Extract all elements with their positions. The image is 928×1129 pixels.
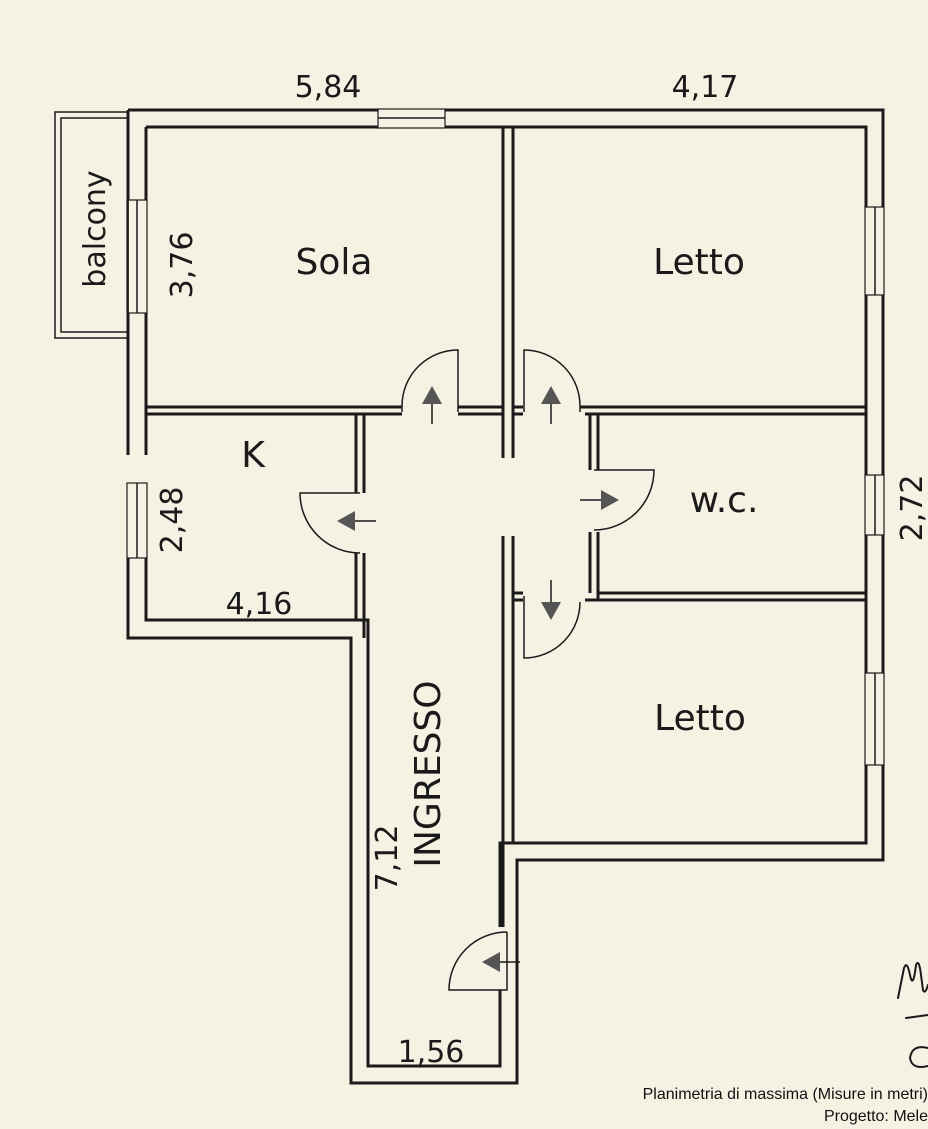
dim-top-right-width: 4,17 (672, 70, 739, 105)
dim-sola-height: 3,76 (165, 232, 200, 299)
windows (126, 108, 885, 766)
room-label-kitchen: K (241, 435, 266, 476)
dim-kitchen-width: 4,16 (226, 587, 293, 622)
dim-ingresso-width: 1,56 (398, 1035, 465, 1070)
door-letto-top (523, 349, 581, 424)
signature (897, 962, 928, 1068)
door-sola (401, 349, 459, 424)
footer-caption: Planimetria di massima (Misure in metri) (643, 1086, 928, 1103)
doors (299, 349, 655, 991)
balcony-outline (54, 111, 129, 339)
room-label-sola: Sola (296, 242, 373, 283)
interior-walls (146, 127, 866, 927)
dim-ingresso-length: 7,12 (370, 825, 405, 892)
door-kitchen (299, 492, 376, 554)
door-wc (580, 469, 655, 531)
room-label-ingresso: INGRESSO (408, 680, 449, 867)
dim-top-left-width: 5,84 (295, 70, 362, 105)
room-label-wc: w.c. (690, 480, 759, 521)
dim-kitchen-height: 2,48 (155, 487, 190, 554)
dim-right-height: 2,72 (895, 475, 928, 542)
room-label-letto-bottom: Letto (654, 698, 746, 739)
room-label-letto-top: Letto (653, 242, 745, 283)
door-letto-bottom (523, 580, 581, 659)
footer-project: Progetto: Mele (824, 1108, 928, 1125)
door-entrance (448, 931, 520, 991)
room-label-balcony: balcony (78, 170, 113, 287)
